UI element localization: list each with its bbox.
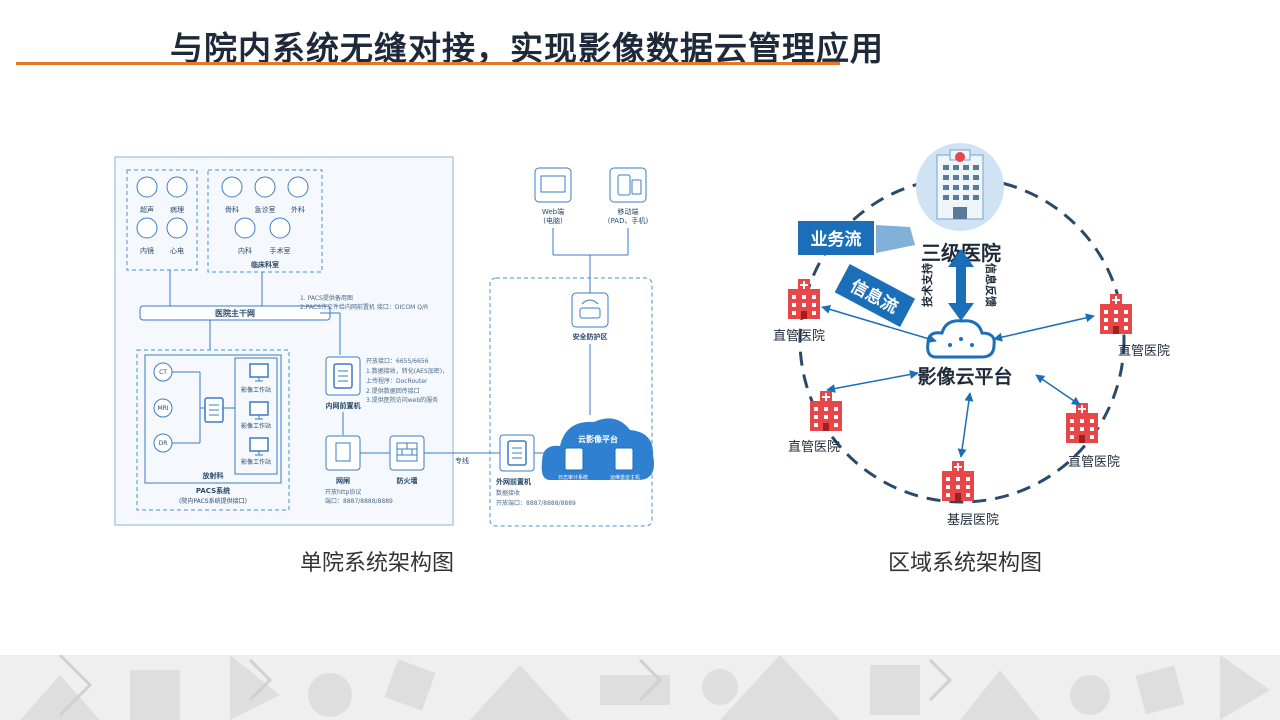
dept-label: 病理: [170, 205, 184, 214]
mobile-sub-label: (PAD、手机): [608, 216, 649, 225]
tech-support-label: 技术支持: [920, 263, 934, 307]
radiology-label: 放射科: [202, 471, 224, 480]
outer-note: 数据接收: [496, 489, 520, 497]
inner-note: 3.提供医院访问web的服务: [366, 396, 438, 404]
web-sub-label: (电脑): [543, 216, 563, 225]
left-caption: 单院系统架构图: [300, 551, 455, 576]
workstation-label: 影像工作站: [241, 458, 271, 466]
gateway-note: 端口：8887/8888/8889: [325, 497, 393, 505]
line-label: 专线: [455, 456, 469, 465]
audit-label: 日志审计系统: [558, 474, 588, 481]
direct-hospital-label: 直管医院: [1118, 344, 1170, 359]
cloud-shape: [541, 418, 654, 480]
pacs-label: PACS系统: [196, 486, 230, 495]
outer-server-label: 外网前置机: [496, 477, 531, 486]
inner-server-label: 内网前置机: [326, 401, 361, 410]
modality-label: CT: [159, 369, 167, 376]
clinical-label: 外科: [291, 205, 305, 214]
endoscope-icon: [136, 217, 158, 239]
clinical-box-label: 临床科室: [251, 260, 279, 269]
workstation-label: 影像工作站: [241, 386, 271, 394]
ecg-icon: [166, 217, 188, 239]
pacs-note: 2.PACS传文件给内网前置机 接口：DICOM Q/R: [300, 303, 428, 311]
inner-note: 上传程序：DocRouter: [366, 377, 428, 385]
pacs-note: 1. PACS提供备用图: [300, 294, 353, 302]
ultrasound-icon: [136, 176, 158, 198]
pacs-sub-label: (院内PACS系统提供接口): [179, 497, 247, 505]
mobile-label: 移动端: [618, 207, 639, 216]
cloud-label: 云影像平台: [578, 434, 618, 444]
title-underline: [16, 62, 840, 65]
business-label: 业务流: [811, 229, 862, 250]
inner-note: 1.数据接收，转化(AES加密)，: [366, 367, 448, 375]
dept-icons: [136, 176, 188, 239]
clinical-label: 骨科: [225, 205, 239, 214]
modality-label: MRI: [157, 405, 168, 412]
feedback-label: 信息反馈: [984, 263, 998, 307]
direct-hospital-label: 直管医院: [1068, 455, 1120, 470]
workstation-label: 影像工作站: [241, 422, 271, 430]
pathology-icon: [166, 176, 188, 198]
gateway-note: 开放http协议: [325, 488, 361, 496]
clinical-icons: [221, 176, 309, 239]
decorative-footer-pattern: [0, 655, 1280, 720]
direct-hospital-label: 直管医院: [773, 329, 825, 344]
firewall-label: 防火墙: [397, 476, 418, 485]
cloud-platform-icon: [926, 319, 996, 359]
dept-label: 超声: [140, 205, 154, 214]
security-label: 安全防护区: [573, 332, 608, 341]
inner-note: 2.提供数据回传接口: [366, 387, 420, 395]
single-hospital-diagram: 超声 病理 内镜 心电 骨科 急诊室 外科 内科 手术室 临床科室 医院主干网 …: [114, 156, 654, 527]
clinical-label: 内科: [238, 246, 252, 255]
grassroots-hospital-label: 基层医院: [947, 513, 999, 528]
clinical-label: 手术室: [270, 246, 291, 255]
backbone-label: 医院主干网: [215, 308, 255, 318]
page-title: 与院内系统无缝对接，实现影像数据云管理应用: [170, 29, 884, 68]
modality-label: DR: [159, 440, 168, 447]
dept-label: 心电: [170, 246, 184, 255]
direct-hospital-label: 直管医院: [788, 440, 840, 455]
dept-label: 内镜: [140, 246, 154, 255]
right-caption: 区域系统架构图: [888, 551, 1043, 576]
ops-label: 运维堡垒主机: [610, 474, 640, 481]
regional-diagram: 三级医院 业务流 信息流 技术支持 信息反馈 影像云平台 直管医院 直管医院 直…: [773, 143, 1170, 528]
gateway-label: 网闸: [336, 476, 350, 485]
platform-label: 影像云平台: [917, 365, 1012, 388]
inner-note: 开放接口：6655/6656: [366, 357, 429, 365]
web-label: Web端: [542, 207, 564, 216]
clinical-label: 急诊室: [255, 205, 276, 214]
outer-note: 开放端口：8887/8888/8889: [496, 499, 576, 507]
modality-icons: [153, 362, 173, 453]
